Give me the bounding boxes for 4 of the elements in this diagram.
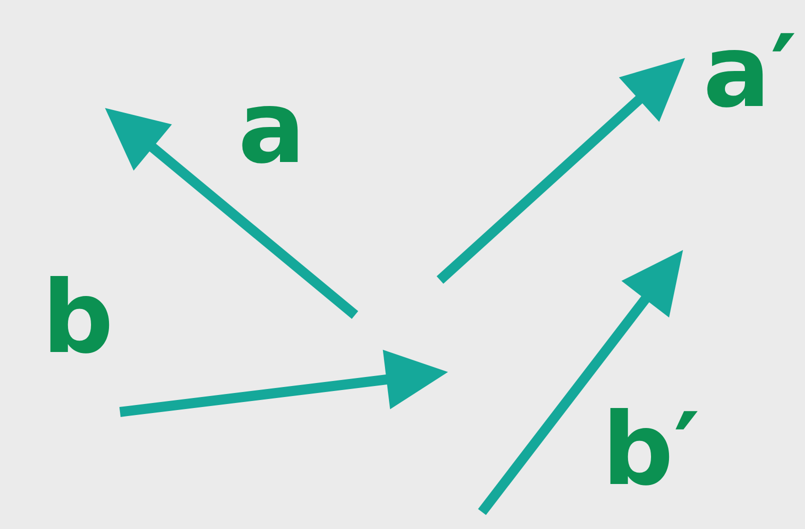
vector-label: a′ bbox=[703, 22, 797, 122]
vector-label: b′ bbox=[602, 400, 700, 500]
vector-label: b bbox=[42, 268, 114, 368]
vector-label: a bbox=[238, 78, 306, 178]
